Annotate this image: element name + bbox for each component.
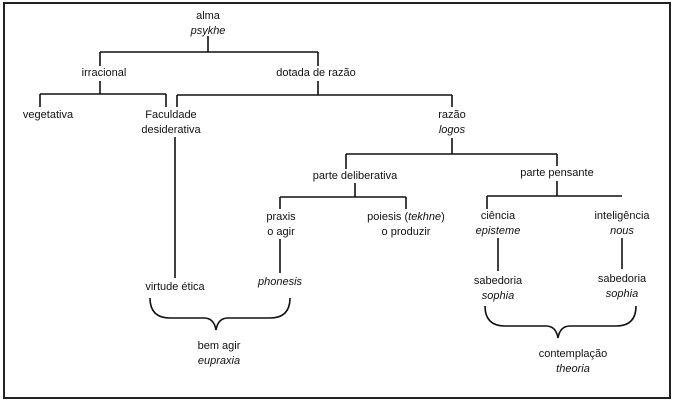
edge-dotada (176, 81, 453, 107)
node-ciencia-label: ciência (480, 210, 516, 222)
node-alma: alma psykhe (191, 9, 226, 39)
edge-deliberativa (279, 183, 407, 209)
node-alma-greek: psykhe (190, 25, 226, 37)
node-sabedoria-1: sabedoria sophia (474, 274, 522, 304)
node-poiesis-tekhne: tekhne (408, 211, 442, 223)
node-parte-deliberativa: parte deliberativa (313, 169, 397, 184)
node-irracional-label: irracional (81, 67, 127, 79)
node-sabedoria-1-greek: sophia (481, 290, 515, 302)
edge-irracional (39, 81, 167, 107)
brace-contemplacao (484, 305, 637, 339)
node-ciencia-greek: episteme (475, 225, 521, 237)
edge-razao (345, 138, 558, 169)
node-alma-label: alma (196, 10, 220, 22)
node-sabedoria-2: sabedoria sophia (598, 272, 646, 302)
node-praxis-label: praxis (266, 211, 296, 223)
node-virtude-label: virtude ética (145, 281, 205, 293)
node-pensante-label: parte pensante (520, 167, 594, 179)
node-faculdade-desiderativa: Faculdade desiderativa (141, 108, 200, 138)
node-ciencia: ciência episteme (476, 209, 521, 239)
node-poiesis: poiesis (tekhne) o produzir (367, 210, 445, 240)
node-inteligencia-label: inteligência (594, 210, 650, 222)
diagram-frame (3, 2, 671, 399)
node-sabedoria-2-greek: sophia (605, 288, 639, 300)
node-parte-pensante: parte pensante (520, 166, 593, 181)
node-contemplacao-label: contemplação (538, 348, 608, 360)
node-irracional: irracional (82, 66, 127, 81)
node-razao-label: razão (438, 109, 466, 121)
edge-alma (99, 36, 319, 66)
brace-bem-agir (149, 297, 291, 331)
node-poiesis-label: poiesis (tekhne) (367, 210, 445, 225)
node-poiesis-pre: poiesis ( (367, 211, 409, 223)
node-razao: razão logos (438, 108, 466, 138)
node-dotada-label: dotada de razão (276, 67, 356, 79)
node-deliberativa-label: parte deliberativa (312, 170, 398, 182)
node-dotada-de-razao: dotada de razão (276, 66, 356, 81)
node-inteligencia: inteligência nous (594, 209, 649, 239)
node-faculdade-line1: Faculdade (145, 109, 197, 121)
node-sabedoria-2-label: sabedoria (597, 273, 647, 285)
edge-pensante (486, 181, 622, 209)
node-bem-agir-label: bem agir (197, 340, 241, 352)
node-vegetativa: vegetativa (23, 108, 73, 123)
node-sabedoria-1-label: sabedoria (473, 275, 523, 287)
node-bem-agir: bem agir eupraxia (198, 339, 241, 369)
node-phonesis: phonesis (258, 275, 302, 290)
node-praxis-gloss: o agir (267, 226, 295, 238)
node-razao-greek: logos (438, 124, 466, 136)
node-virtude-etica: virtude ética (145, 280, 204, 295)
node-bem-agir-greek: eupraxia (197, 355, 241, 367)
node-poiesis-gloss: o produzir (381, 226, 431, 238)
node-poiesis-post: ) (441, 211, 445, 223)
node-faculdade-line2: desiderativa (141, 124, 201, 136)
node-inteligencia-greek: nous (610, 225, 634, 237)
node-praxis: praxis o agir (266, 210, 295, 240)
node-phonesis-label: phonesis (257, 276, 303, 288)
node-contemplacao: contemplação theoria (539, 347, 608, 377)
node-contemplacao-greek: theoria (556, 363, 590, 375)
node-vegetativa-label: vegetativa (22, 109, 74, 121)
